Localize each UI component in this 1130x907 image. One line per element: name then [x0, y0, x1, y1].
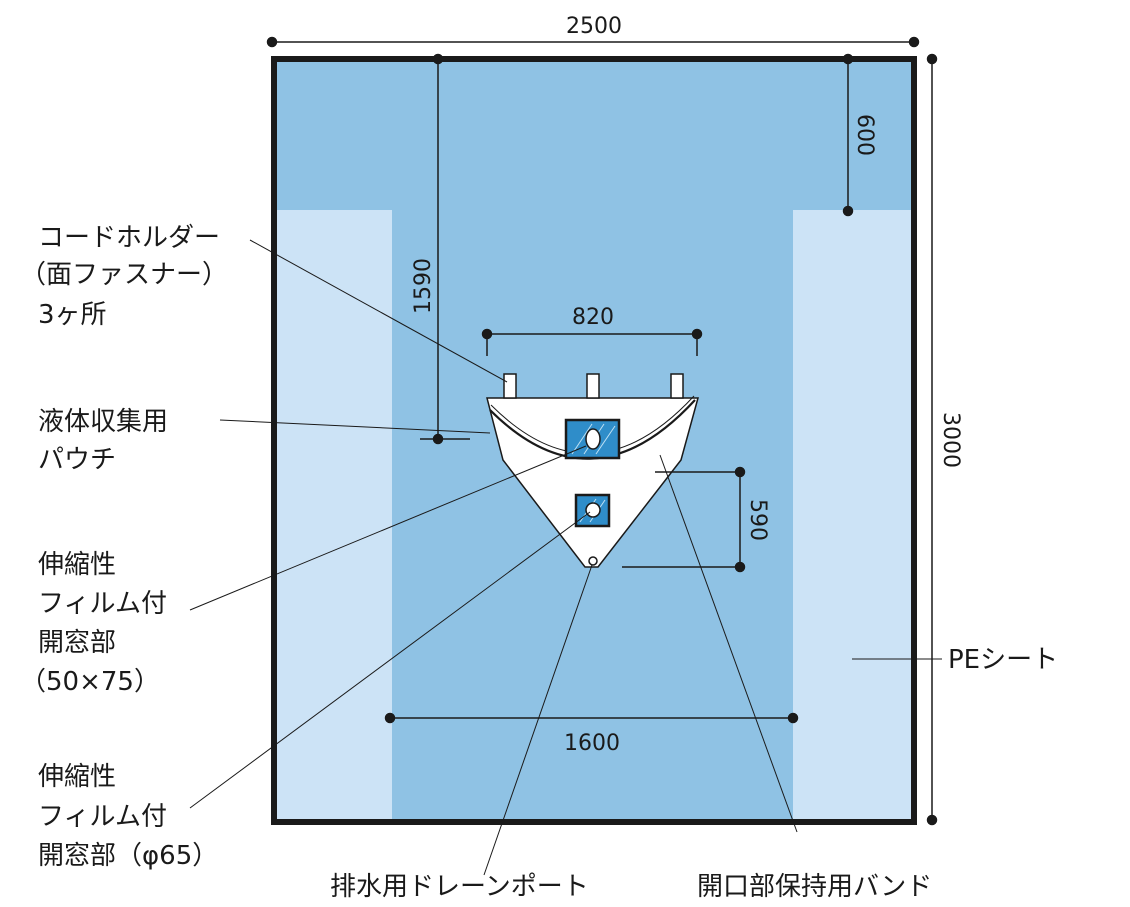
label-film-window-rect: 伸縮性 フィルム付 開窓部 （50×75）	[20, 550, 175, 697]
label-pouch: 液体収集用 パウチ	[38, 407, 176, 475]
label-pouch-line1: 液体収集用	[38, 407, 168, 437]
dim-pouch-width-label: 820	[572, 305, 614, 330]
label-film-rect-line3: 開窓部	[38, 628, 116, 658]
label-film-round-line3: 開窓部（φ65）	[38, 841, 218, 871]
dim-sheet-height-label: 3000	[938, 412, 963, 468]
dim-pouch-depth	[420, 53, 470, 445]
label-film-rect-line2: フィルム付	[38, 589, 167, 619]
label-film-round-line2: フィルム付	[38, 802, 167, 832]
dim-pouch-height-label: 590	[745, 499, 770, 541]
dim-pouch-depth-label: 1590	[411, 258, 436, 314]
cord-holder-right	[670, 373, 684, 399]
dim-sheet-height	[926, 53, 938, 826]
label-cord-holder-line3: 3ヶ所	[38, 300, 107, 330]
leader-film-rect	[189, 445, 587, 611]
dim-channel-width-label: 1600	[564, 731, 620, 756]
dim-top-margin-label: 600	[852, 114, 877, 156]
leader-pouch	[219, 419, 491, 434]
sheet-frame	[271, 56, 917, 825]
label-film-round-line1: 伸縮性	[38, 762, 116, 792]
film-window-rect-hole	[585, 428, 601, 450]
cord-holder-left	[503, 373, 517, 399]
label-cord-holder: コードホルダー （面ファスナー） 3ヶ所	[20, 223, 236, 330]
dim-channel-width	[384, 712, 799, 724]
label-cord-holder-line2: （面ファスナー）	[20, 260, 228, 290]
dim-top-margin	[842, 53, 854, 217]
drain-port	[588, 556, 598, 566]
dim-sheet-width	[266, 36, 920, 48]
leader-band	[659, 454, 798, 833]
leader-drain-port	[483, 564, 593, 876]
label-film-rect-line4: （50×75）	[20, 667, 160, 697]
label-band: 開口部保持用バンド	[697, 872, 932, 902]
leader-lines	[189, 239, 942, 876]
label-pe-sheet: PEシート	[948, 645, 1058, 675]
label-drain-port: 排水用ドレーンポート	[330, 872, 589, 902]
dim-pouch-width	[481, 328, 703, 356]
label-film-window-round: 伸縮性 フィルム付 開窓部（φ65）	[38, 762, 218, 871]
label-cord-holder-line1: コードホルダー	[38, 223, 220, 253]
label-pouch-line2: パウチ	[38, 445, 116, 475]
cord-holder-center	[586, 373, 600, 399]
leader-cord-holder	[249, 239, 508, 383]
leader-film-round	[189, 511, 591, 809]
dim-pouch-height	[622, 466, 746, 573]
dim-sheet-width-label: 2500	[566, 14, 622, 39]
label-film-rect-line1: 伸縮性	[38, 550, 116, 580]
film-window-round-hole	[585, 502, 601, 518]
liquid-collection-pouch	[486, 397, 699, 568]
